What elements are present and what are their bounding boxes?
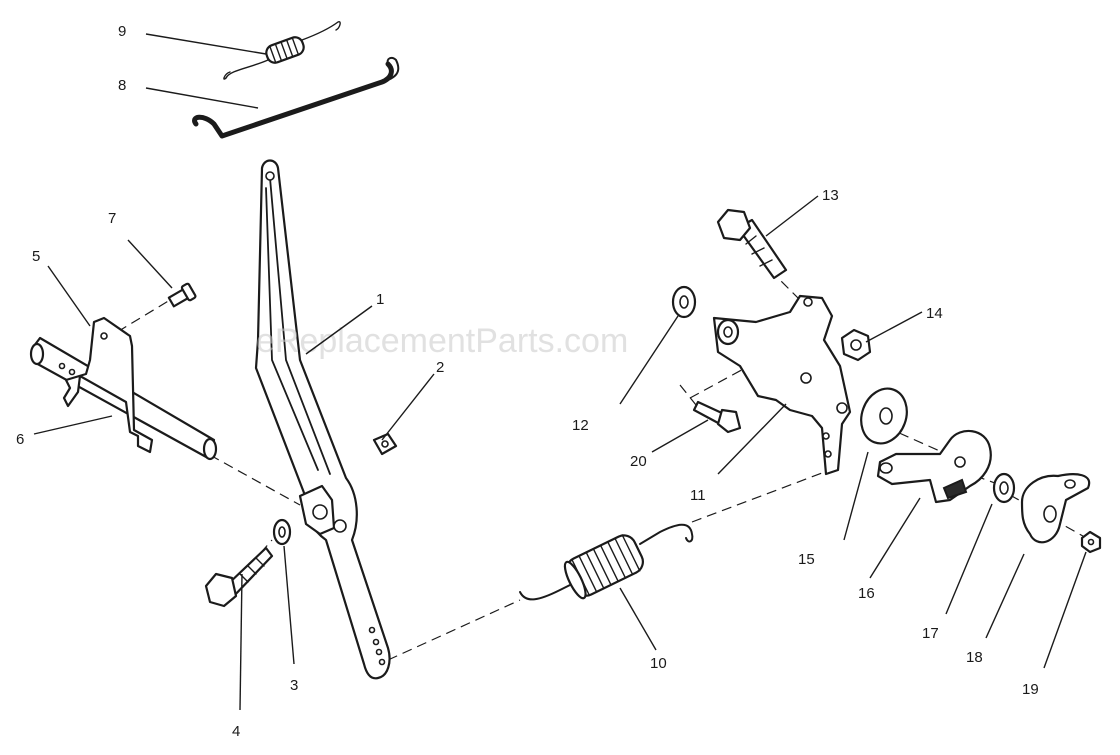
part-2-nut[interactable] bbox=[372, 432, 398, 456]
part-12-washer[interactable] bbox=[671, 285, 697, 319]
leader-lines bbox=[33, 33, 1087, 711]
callout-17: 17 bbox=[922, 625, 939, 642]
part-11-bracket[interactable] bbox=[712, 294, 852, 476]
part-20-screw[interactable] bbox=[692, 400, 742, 434]
callout-16: 16 bbox=[858, 585, 875, 602]
part-8-rod[interactable] bbox=[192, 56, 400, 139]
callout-10: 10 bbox=[650, 655, 667, 672]
callout-12: 12 bbox=[572, 417, 589, 434]
callout-8: 8 bbox=[118, 77, 126, 94]
part-16-cam[interactable] bbox=[876, 430, 992, 504]
part-1-lever[interactable] bbox=[254, 159, 391, 680]
callout-7: 7 bbox=[108, 210, 116, 227]
part-3-washer[interactable] bbox=[272, 518, 292, 546]
part-9-spring[interactable] bbox=[223, 20, 341, 80]
part-4-bolt[interactable] bbox=[204, 546, 274, 608]
callout-5: 5 bbox=[32, 248, 40, 265]
callout-9: 9 bbox=[118, 23, 126, 40]
part-19-nut[interactable] bbox=[1080, 530, 1102, 554]
part-17-washer[interactable] bbox=[992, 472, 1016, 504]
callout-19: 19 bbox=[1022, 681, 1039, 698]
callout-13: 13 bbox=[822, 187, 839, 204]
callout-2: 2 bbox=[436, 359, 444, 376]
callout-11: 11 bbox=[690, 487, 706, 504]
callout-4: 4 bbox=[232, 723, 240, 740]
callout-1: 1 bbox=[376, 291, 384, 308]
part-5-bracket[interactable] bbox=[62, 316, 154, 454]
callout-14: 14 bbox=[926, 305, 943, 322]
callout-15: 15 bbox=[798, 551, 815, 568]
part-10-spring[interactable] bbox=[519, 523, 694, 601]
callout-3: 3 bbox=[290, 677, 298, 694]
part-13-bolt[interactable] bbox=[716, 208, 788, 280]
part-15-washer[interactable] bbox=[854, 382, 914, 450]
callout-18: 18 bbox=[966, 649, 983, 666]
part-18-link[interactable] bbox=[1020, 473, 1091, 544]
part-14-nut[interactable] bbox=[840, 328, 872, 362]
callout-20: 20 bbox=[630, 453, 647, 470]
callout-6: 6 bbox=[16, 431, 24, 448]
part-7-screw[interactable] bbox=[167, 282, 197, 309]
watermark-text: eReplacementParts.com bbox=[256, 322, 628, 360]
